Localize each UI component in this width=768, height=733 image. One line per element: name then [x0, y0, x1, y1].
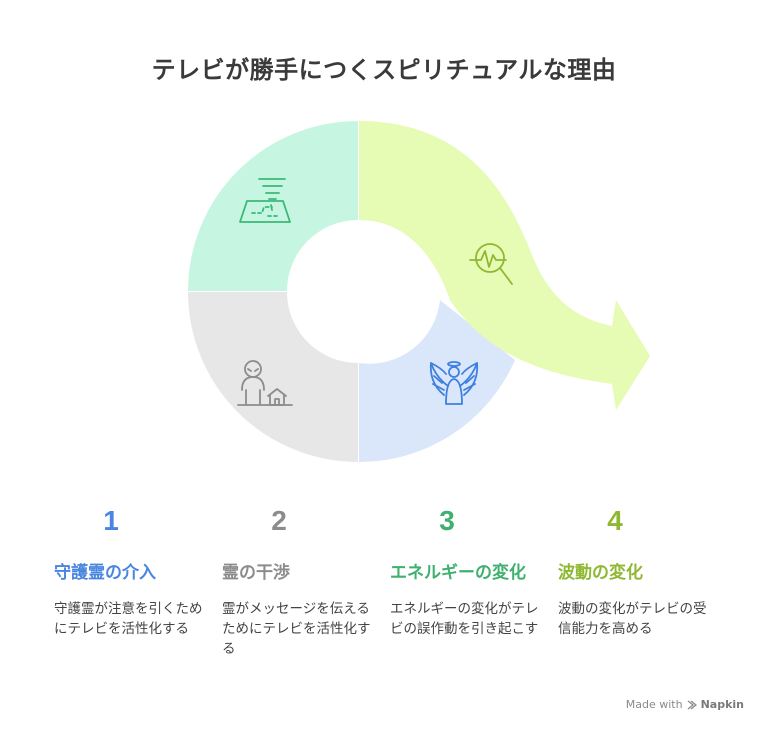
segment-1 [188, 121, 358, 291]
step-4-number: 4 [607, 505, 623, 536]
step-4-description: 波動の変化がテレビの受信能力を高める [558, 601, 707, 637]
step-3-number: 3 [439, 505, 455, 536]
step-1-heading: 守護霊の介入 [54, 563, 156, 583]
step-1-number: 1 [103, 505, 119, 536]
page-title: テレビが勝手につくスピリチュアルな理由 [151, 56, 617, 84]
waveform-magnifier-icon [469, 243, 513, 285]
step-1: 1 守護霊の介入 守護霊が注意を引くためにテレビを活性化する [54, 505, 214, 639]
step-4: 4 波動の変化 波動の変化がテレビの受信能力を高める [558, 505, 718, 639]
step-4-heading: 波動の変化 [558, 563, 643, 583]
tornado-map-icon [239, 178, 291, 223]
segment-3 [359, 300, 515, 463]
watermark-brand: Napkin [700, 698, 744, 711]
segment-4-arrow [359, 121, 650, 410]
step-1-description: 守護霊が注意を引くためにテレビを活性化する [54, 601, 203, 637]
step-2-number: 2 [271, 505, 287, 536]
cycle-diagram [188, 121, 650, 463]
angel-icon [429, 361, 479, 405]
napkin-watermark[interactable]: Made with Napkin [626, 698, 744, 711]
step-2-description: 霊がメッセージを伝えるためにテレビを活性化する [222, 601, 371, 657]
segment-2 [188, 292, 358, 462]
watermark-prefix: Made with [625, 698, 683, 711]
person-house-icon [237, 360, 293, 406]
step-3-description: エネルギーの変化がテレビの誤作動を引き起こす [390, 601, 539, 637]
napkin-logo-icon [687, 699, 697, 710]
step-2-heading: 霊の干渉 [222, 563, 290, 583]
step-3-heading: エネルギーの変化 [390, 563, 526, 583]
step-2: 2 霊の干渉 霊がメッセージを伝えるためにテレビを活性化する [222, 505, 382, 659]
step-3: 3 エネルギーの変化 エネルギーの変化がテレビの誤作動を引き起こす [390, 505, 550, 639]
